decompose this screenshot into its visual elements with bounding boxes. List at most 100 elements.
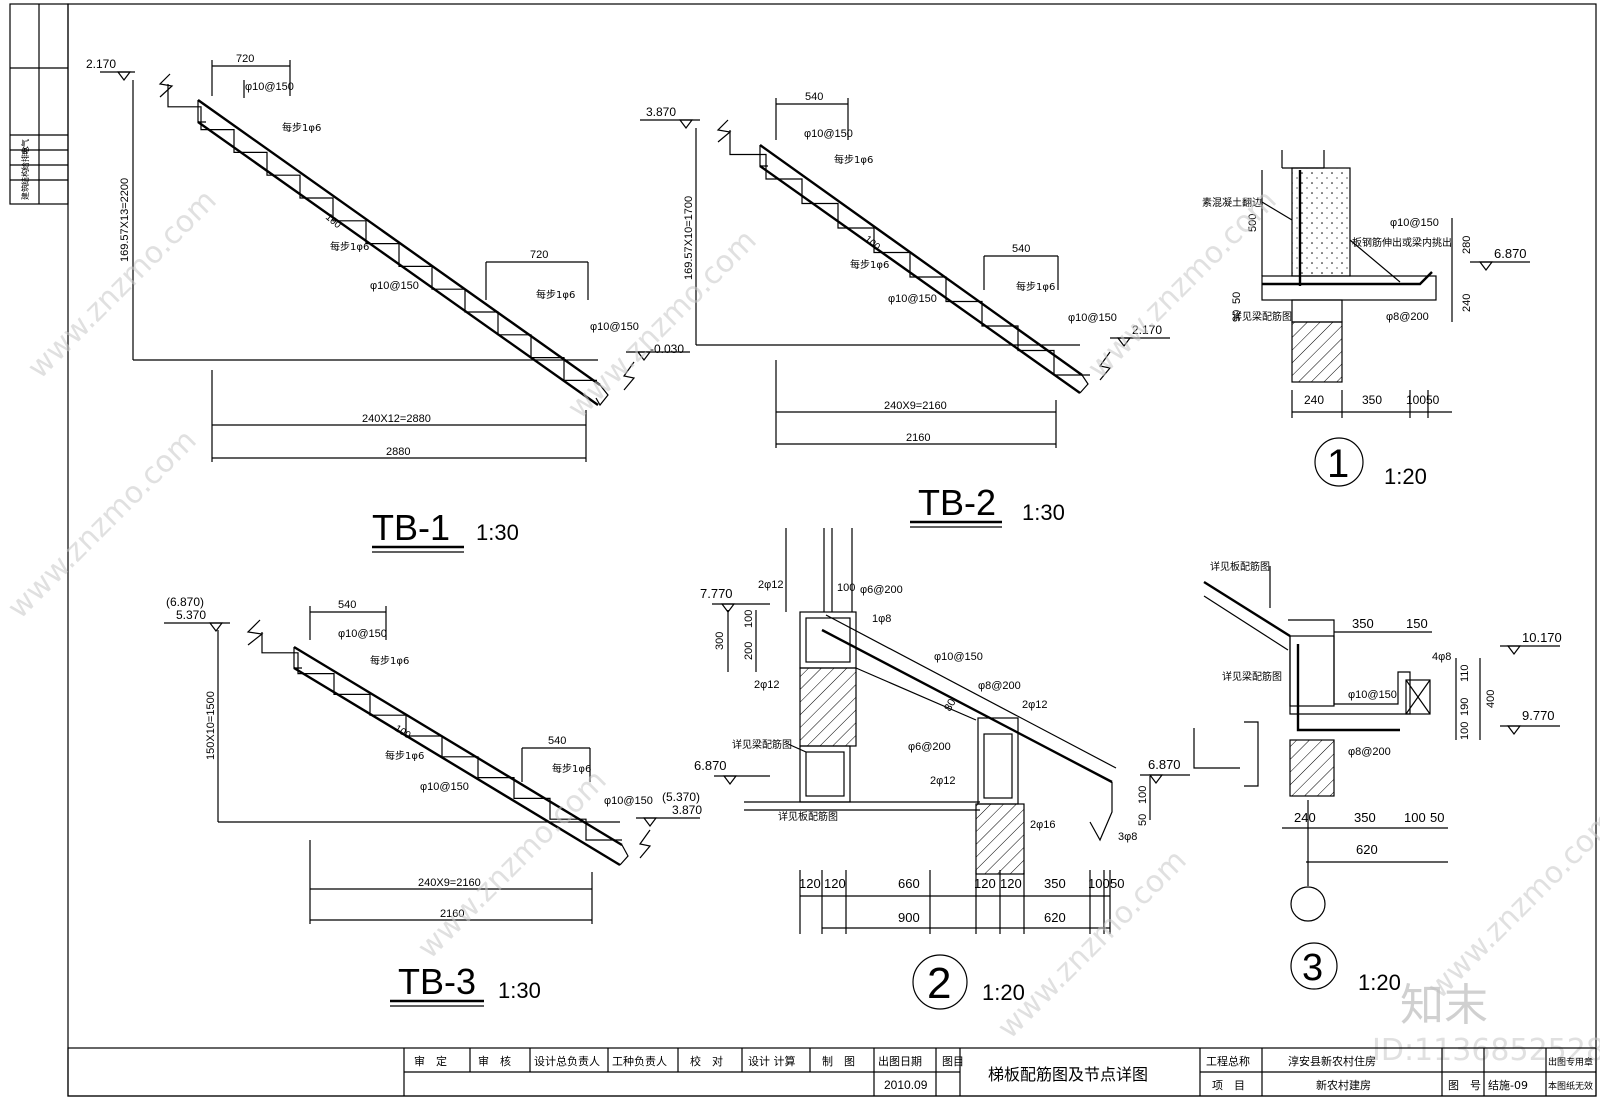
detail3: 详见板配筋图 详见梁配筋图 φ10@150 φ8@200 4φ8 350 150…: [1193, 560, 1562, 995]
d2-level-mid: 6.870: [694, 758, 727, 773]
tb1-top-level: 2.170: [86, 57, 116, 71]
watermark-logo: 知末: [1400, 980, 1488, 1031]
tb3-top-level-b: 5.370: [176, 608, 206, 622]
d2-dim-100: 100: [1088, 876, 1110, 891]
d3-dim-150: 150: [1406, 616, 1428, 631]
d2-dim-620: 620: [1044, 910, 1066, 925]
left-strip: 建筑 结构 给排水 电气: [9, 3, 69, 205]
d2-label-100-r: 100: [1137, 786, 1149, 804]
d3-rebar3: 4φ8: [1432, 651, 1451, 663]
d2-dim-660: 660: [898, 876, 920, 891]
d2-number: 2: [927, 959, 951, 1008]
tb2-rebar-main: φ10@150: [888, 293, 937, 305]
d2-dim-120c: 120: [974, 876, 996, 891]
d3-dim-620: 620: [1356, 842, 1378, 857]
d3-dim-100h: 100: [1404, 810, 1426, 825]
d1-dim-50: 50: [1231, 292, 1243, 304]
tb3-rebar-top: φ10@150: [338, 628, 387, 640]
tb1-thick: 100: [323, 212, 343, 231]
tb2-bottom-dim2: 2160: [906, 432, 930, 444]
detail1: 素混凝土翻边 φ10@150 板钢筋伸出或梁内挑出 详见梁配筋图 φ8@200 …: [1202, 150, 1530, 489]
tb3-bottom-level-b: 3.870: [672, 803, 702, 817]
d2-label-3phi8: 3φ8: [1118, 831, 1137, 843]
tb-fig-no-label: 图 号: [1448, 1079, 1481, 1092]
strip-label-struct: 结构: [20, 169, 30, 185]
d1-rebar2: φ8@200: [1386, 311, 1429, 323]
tb1-bottom-level: -0.030: [650, 342, 684, 356]
tb2-scale: 1:30: [1022, 500, 1065, 525]
d3-note2: 详见梁配筋图: [1222, 670, 1282, 683]
d1-dim-350h: 350: [1362, 393, 1382, 407]
tb-stamp-note: 出图专用章: [1548, 1056, 1593, 1068]
d1-note1: 素混凝土翻边: [1202, 196, 1262, 209]
tb-project-label: 项 目: [1212, 1079, 1245, 1092]
tb2-rebar-top: φ10@150: [804, 128, 853, 140]
tb-design-calc: 设计 计算: [748, 1054, 796, 1068]
tb2-vert-dim: 169.57X10=1700: [683, 196, 695, 280]
d2-label-100-v: 100: [743, 610, 755, 628]
d2-label-200: 200: [743, 642, 755, 660]
tb-approve: 审 定: [414, 1054, 447, 1068]
tb2-dim-top: 540: [805, 91, 823, 103]
tb2-title: TB-2: [918, 482, 996, 523]
d1-dim-100h: 100: [1406, 393, 1426, 407]
tb3-dim-mid: 540: [548, 735, 566, 747]
tb3-dim-top: 540: [338, 599, 356, 611]
tb3-dist1: 每步1φ6: [370, 654, 409, 667]
d3-dim-100: 100: [1459, 722, 1471, 740]
tb1-rebar-end: φ10@150: [590, 321, 639, 333]
d2-dim-120d: 120: [1000, 876, 1022, 891]
d2-label-2phi12-d: 2φ12: [930, 775, 956, 787]
d3-dim-110: 110: [1459, 664, 1471, 682]
tb1-dim-top: 720: [236, 53, 254, 65]
strip-label-elec: 电气: [20, 139, 30, 155]
tb3-title: TB-3: [398, 961, 476, 1002]
watermark-url-3: www.znzmo.com: [1081, 183, 1284, 386]
tb-draw: 制 图: [822, 1055, 855, 1068]
watermark-id: ID:1136852528: [1372, 1033, 1600, 1068]
d3-rebar1: φ10@150: [1348, 689, 1397, 701]
d3-dim-50h: 50: [1430, 810, 1444, 825]
tb3-rebar-end: φ10@150: [604, 795, 653, 807]
d2-dim-120b: 120: [824, 876, 846, 891]
d2-dim-350: 350: [1044, 876, 1066, 891]
tb-review: 审 核: [478, 1054, 511, 1068]
d2-label-2phi16: 2φ16: [1030, 819, 1056, 831]
d3-dim-400: 400: [1485, 690, 1497, 708]
d2-level-right: 6.870: [1148, 757, 1181, 772]
d1-dim-50h: 50: [1426, 393, 1440, 407]
d3-dim-190: 190: [1459, 698, 1471, 716]
d1-dim-280: 280: [1461, 236, 1473, 254]
tb1-dist2: 每步1φ6: [330, 240, 369, 253]
tb1-bottom-dim1: 240X12=2880: [362, 413, 431, 425]
d2-scale: 1:20: [982, 980, 1025, 1005]
d2-label-phi10-150: φ10@150: [934, 651, 983, 663]
d2-label-50-r: 50: [1137, 814, 1149, 826]
tb3-top-level-a: (6.870): [166, 595, 204, 609]
tb1-stair: 2.170 169.57X13=2200 720 φ10@150 每步1φ6 1…: [86, 53, 690, 553]
tb3-vert-dim: 150X10=1500: [205, 691, 217, 760]
d2-dim-120a: 120: [799, 876, 821, 891]
d2-label-phi6-200-b: φ6@200: [908, 741, 951, 753]
tb1-title: TB-1: [372, 507, 450, 548]
d1-level: 6.870: [1494, 246, 1527, 261]
tb1-dist3: 每步1φ6: [536, 288, 575, 301]
tb1-bottom-dim2: 2880: [386, 446, 410, 458]
d3-dim-350h: 350: [1354, 810, 1376, 825]
tb2-stair: 3.870 169.57X10=1700 540 φ10@150 每步1φ6 1…: [640, 91, 1170, 528]
tb1-rebar-top: φ10@150: [245, 81, 294, 93]
d2-note2: 详见板配筋图: [778, 810, 838, 823]
d2-label-2phi12-b: 2φ12: [754, 679, 780, 691]
tb3-bottom-dim2: 2160: [440, 908, 464, 920]
strip-label-arch: 建筑: [20, 184, 30, 200]
d2-label-80: 80: [942, 697, 959, 714]
d2-label-phi8-200: φ8@200: [978, 680, 1021, 692]
d2-label-2phi12-a: 2φ12: [758, 579, 784, 591]
tb-project: 新农村建房: [1316, 1078, 1371, 1092]
detail2: 2φ12 100 φ6@200 1φ8 300 200 100 2φ12 φ10…: [694, 528, 1190, 1010]
tb2-dist3: 每步1φ6: [1016, 280, 1055, 293]
tb2-rebar-end: φ10@150: [1068, 312, 1117, 324]
tb1-dim-mid: 720: [530, 249, 548, 261]
d3-level-top: 10.170: [1522, 630, 1562, 645]
